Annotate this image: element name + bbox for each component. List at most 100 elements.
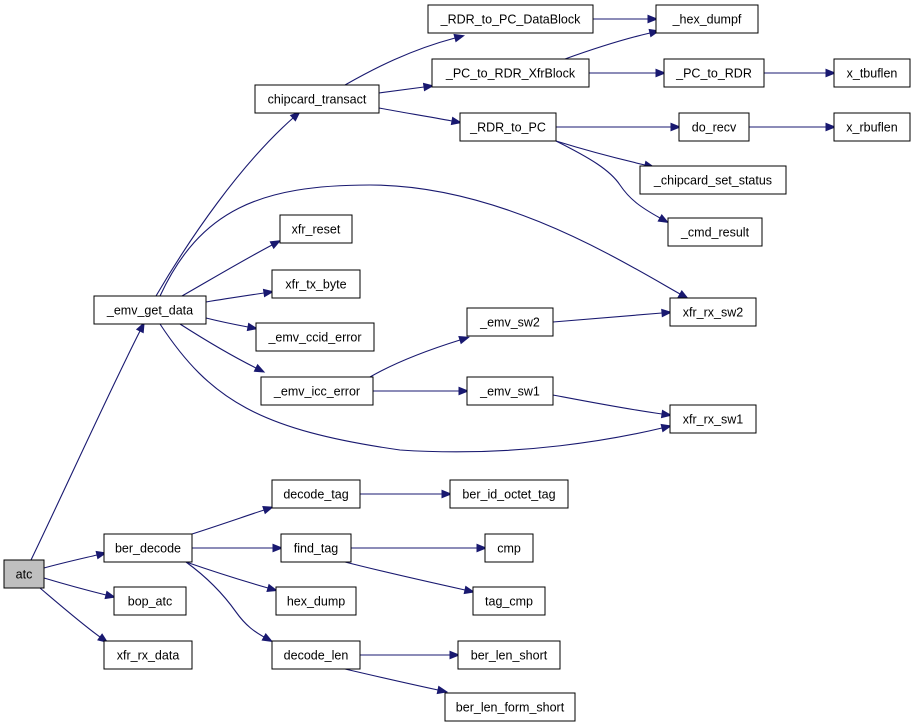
node-box: [254, 84, 380, 114]
edge-line: [378, 86, 425, 94]
edge-emv-get-data-to-xfr-reset: [181, 240, 282, 297]
edge-line: [378, 107, 453, 122]
node-label: atc: [16, 568, 33, 582]
edge-line: [369, 339, 461, 378]
node-x-rbuflen[interactable]: x_rbuflen: [833, 112, 911, 142]
edge-line: [43, 577, 107, 596]
node-x-tbuflen[interactable]: x_tbuflen: [833, 58, 911, 88]
edge-decode-len-to-ber-len-form-short: [344, 668, 449, 695]
node-rdr-to-pc[interactable]: _RDR_to_PC: [459, 112, 557, 142]
edge-line: [39, 587, 101, 638]
node-ber-len-short[interactable]: ber_len_short: [457, 640, 561, 670]
node-atc[interactable]: atc: [3, 559, 45, 589]
node-box: [271, 269, 361, 299]
edge-emv-sw2-to-xfr-rx-sw2: [552, 308, 673, 323]
edge-arrowhead: [135, 321, 145, 334]
node-emv-get-data[interactable]: _emv_get_data: [93, 295, 207, 325]
edge-line: [159, 184, 681, 297]
node-xfr-tx-byte[interactable]: xfr_tx_byte: [271, 269, 361, 299]
edge-arrowhead: [95, 550, 108, 560]
edge-arrowhead: [657, 213, 670, 224]
node-box: [472, 586, 546, 616]
edge-arrowhead: [289, 111, 301, 122]
node-ber-decode[interactable]: ber_decode: [103, 533, 193, 563]
node-find-tag[interactable]: find_tag: [280, 533, 352, 563]
edge-chipcard-transact-to-pc-to-rdr-xfrblock: [378, 82, 435, 94]
node-label: _emv_sw2: [479, 316, 540, 330]
node-box: [279, 214, 353, 244]
node-box: [655, 4, 759, 34]
edge-line: [552, 312, 663, 323]
node-hex-dump[interactable]: hex_dump: [275, 586, 357, 616]
node-box: [667, 217, 763, 247]
edge-line: [344, 37, 456, 86]
edge-pc-to-rdr-xfrblock-to-pc-to-rdr: [589, 68, 667, 78]
node-box: [427, 4, 594, 34]
node-box: [678, 112, 750, 142]
edge-arrowhead: [458, 336, 470, 345]
node-decode-len[interactable]: decode_len: [271, 640, 361, 670]
node-emv-icc-error[interactable]: _emv_icc_error: [260, 376, 374, 406]
node-bop-atc[interactable]: bop_atc: [113, 586, 187, 616]
node-xfr-reset[interactable]: xfr_reset: [279, 214, 353, 244]
node-hex-dumpf[interactable]: _hex_dumpf: [655, 4, 759, 34]
edge-chipcard-transact-to-rdr-to-pc-datablock: [344, 33, 465, 86]
edge-arrowhead: [104, 590, 117, 600]
node-decode-tag[interactable]: decode_tag: [271, 479, 361, 509]
edge-rdr-to-pc-to-do-recv: [556, 122, 682, 132]
edge-line: [552, 394, 663, 415]
node-box: [255, 322, 375, 352]
edge-arrowhead: [261, 632, 274, 643]
node-pc-to-rdr[interactable]: _PC_to_RDR: [663, 58, 765, 88]
node-xfr-rx-data[interactable]: xfr_rx_data: [103, 640, 193, 670]
node-xfr-rx-sw2[interactable]: xfr_rx_sw2: [669, 297, 757, 327]
edge-arrowhead: [450, 116, 463, 126]
edge-emv-get-data-to-xfr-tx-byte: [205, 288, 275, 303]
node-rdr-to-pc-datablock[interactable]: _RDR_to_PC_DataBlock: [427, 4, 594, 34]
node-xfr-rx-sw1[interactable]: xfr_rx_sw1: [669, 404, 757, 434]
node-emv-ccid-error[interactable]: _emv_ccid_error: [255, 322, 375, 352]
node-pc-to-rdr-xfrblock[interactable]: _PC_to_RDR_XfrBlock: [431, 58, 590, 88]
edge-pc-to-rdr-to-x-tbuflen: [764, 68, 837, 78]
node-label: find_tag: [294, 542, 339, 556]
edge-line: [181, 244, 273, 297]
node-box: [271, 640, 361, 670]
edge-emv-get-data-to-emv-ccid-error: [205, 317, 259, 332]
node-emv-sw2[interactable]: _emv_sw2: [466, 307, 554, 337]
node-box: [833, 112, 911, 142]
edge-arrowhead: [262, 288, 275, 298]
node-chipcard-transact[interactable]: chipcard_transact: [254, 84, 380, 114]
node-chipcard-set-status[interactable]: _chipcard_set_status: [639, 165, 787, 195]
edge-arrowhead: [655, 68, 667, 78]
node-ber-len-form-short[interactable]: ber_len_form_short: [444, 692, 576, 722]
edge-rdr-to-pc-to-cmd-result: [555, 140, 670, 224]
edge-arrowhead: [463, 585, 476, 595]
edge-emv-icc-error-to-emv-sw1: [373, 386, 470, 396]
node-cmp[interactable]: cmp: [484, 533, 534, 563]
edge-arrowhead: [677, 289, 690, 300]
node-tag-cmp[interactable]: tag_cmp: [472, 586, 546, 616]
node-label: decode_len: [284, 649, 349, 663]
edge-arrowhead: [253, 363, 266, 373]
node-box: [833, 58, 911, 88]
edge-decode-tag-to-ber-id-octet-tag: [360, 489, 453, 499]
node-emv-sw1[interactable]: _emv_sw1: [466, 376, 554, 406]
node-label: bop_atc: [128, 595, 172, 609]
edge-find-tag-to-cmp: [350, 543, 488, 553]
edge-line: [179, 323, 257, 369]
edge-ber-decode-to-find-tag: [191, 543, 284, 553]
edge-line: [191, 509, 265, 535]
node-box: [466, 307, 554, 337]
edge-emv-sw1-to-xfr-rx-sw1: [552, 394, 673, 419]
node-label: _cmd_result: [680, 226, 750, 240]
node-ber-id-octet-tag[interactable]: ber_id_octet_tag: [449, 479, 569, 509]
edge-arrowhead: [825, 68, 837, 78]
edge-find-tag-to-tag-cmp: [344, 561, 476, 595]
edge-atc-to-bop-atc: [43, 577, 117, 600]
edge-arrowhead: [661, 308, 673, 318]
node-box: [103, 640, 193, 670]
node-do-recv[interactable]: do_recv: [678, 112, 750, 142]
edge-pc-to-rdr-xfrblock-to-hex-dumpf: [564, 28, 661, 60]
node-cmd-result[interactable]: _cmd_result: [667, 217, 763, 247]
